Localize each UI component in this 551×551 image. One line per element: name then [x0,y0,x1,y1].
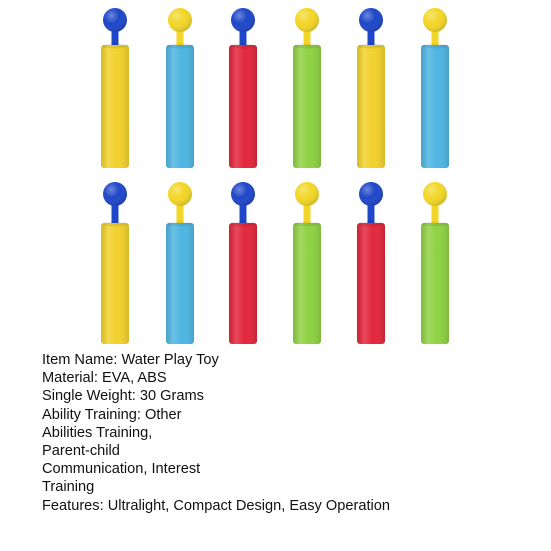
knob-shading [359,182,383,206]
spec-line: Communication, Interest [42,461,201,478]
tube-rim [102,221,128,227]
tube-shading [421,45,449,168]
spec-line: Parent-child [42,443,120,460]
spec-line: Training [42,479,95,496]
tube-rim [358,221,384,227]
spec-line: Abilities Training, [42,424,153,441]
tube-rim [358,43,384,49]
spec-line: Ability Training: Other [42,406,182,423]
water-toy [101,8,129,168]
knob-shading [423,182,447,206]
tube-shading [421,223,449,344]
spec-line: Features: Ultralight, Compact Design, Ea… [42,497,390,514]
tube-shading [166,223,194,344]
tube-rim [294,43,320,49]
tube-shading [357,45,385,168]
plunger-stem [303,202,311,227]
tube-rim [230,221,256,227]
knob-shading [168,182,192,206]
knob-shading [103,182,127,206]
spec-line: Single Weight: 30 Grams [42,388,204,405]
plunger-stem [111,202,119,227]
spec-line: Material: EVA, ABS [42,370,167,387]
water-toy [293,8,321,168]
water-toy [166,8,194,168]
water-toy [229,182,257,344]
tube-shading [357,223,385,344]
tube-rim [294,221,320,227]
knob-shading [231,182,255,206]
knob-shading [359,8,383,32]
water-toy [421,8,449,168]
plunger-stem [367,202,375,227]
knob-shading [295,182,319,206]
plunger-stem [303,28,311,49]
tube-shading [293,223,321,344]
plunger-stem [239,202,247,227]
plunger-stem [367,28,375,49]
tube-rim [422,221,448,227]
knob-shading [103,8,127,32]
tube-rim [102,43,128,49]
plunger-stem [431,202,439,227]
knob-shading [231,8,255,32]
tube-shading [293,45,321,168]
plunger-stem [239,28,247,49]
tube-shading [229,45,257,168]
plunger-stem [431,28,439,49]
water-toy [421,182,449,344]
tube-shading [101,45,129,168]
water-toy [101,182,129,344]
tube-shading [166,45,194,168]
tube-rim [422,43,448,49]
tube-rim [167,221,193,227]
knob-shading [168,8,192,32]
water-toy [293,182,321,344]
tube-rim [230,43,256,49]
knob-shading [423,8,447,32]
plunger-stem [111,28,119,49]
plunger-stem [176,28,184,49]
tube-rim [167,43,193,49]
knob-shading [295,8,319,32]
spec-line: Item Name: Water Play Toy [42,352,219,368]
water-toy [357,8,385,168]
tube-shading [229,223,257,344]
product-photo [101,8,449,344]
water-toy [357,182,385,344]
tube-shading [101,223,129,344]
water-toy [229,8,257,168]
water-toy [166,182,194,344]
plunger-stem [176,202,184,227]
